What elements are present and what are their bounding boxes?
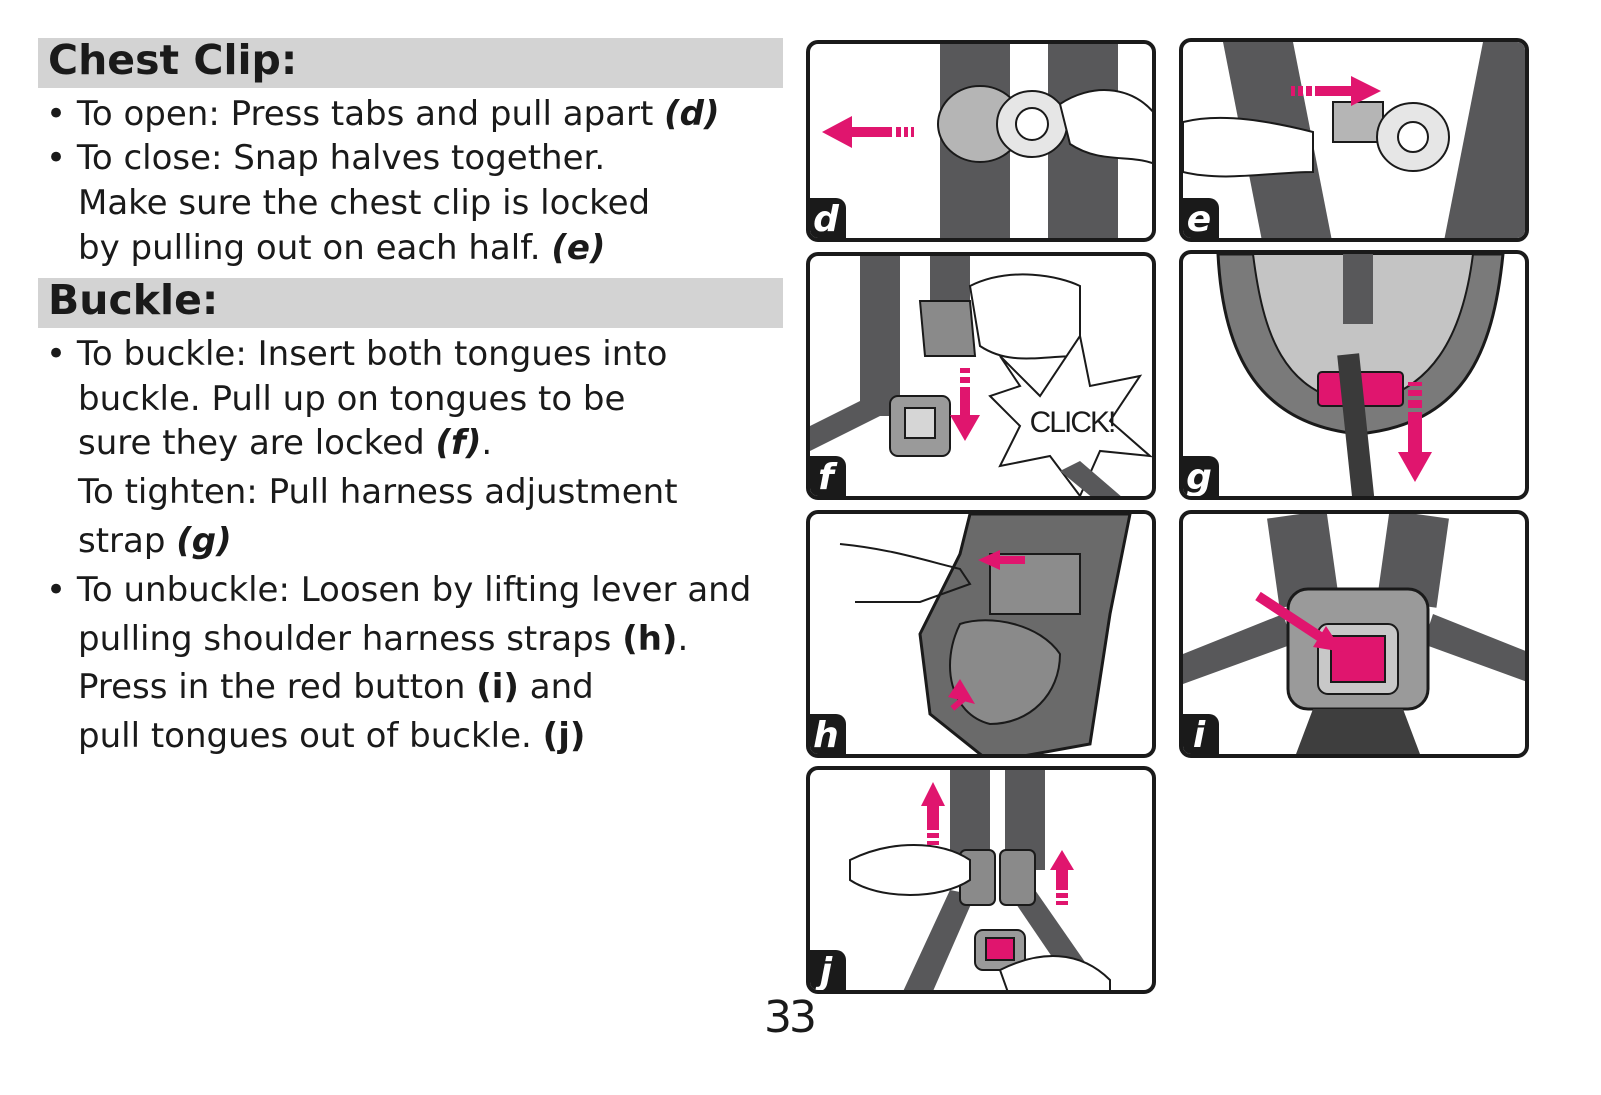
panel-label: j bbox=[810, 950, 846, 990]
figure-ref: (g) bbox=[176, 521, 232, 561]
panel-label: f bbox=[810, 456, 846, 496]
chest-clip-close-illustration bbox=[1183, 42, 1525, 238]
instruction-line: To tighten: Pull harness adjustment bbox=[78, 472, 678, 512]
panel-label: h bbox=[810, 714, 846, 754]
figure-ref: (f) bbox=[435, 423, 482, 463]
panel-label: g bbox=[1183, 456, 1219, 496]
instruction-line: buckle. Pull up on tongues to be bbox=[78, 379, 626, 419]
instruction-line: • To unbuckle: Loosen by lifting lever a… bbox=[46, 570, 752, 610]
figure-ref: (h) bbox=[622, 619, 678, 659]
illustration-panel-h: h bbox=[806, 510, 1156, 758]
instruction-line: Make sure the chest clip is locked bbox=[78, 183, 651, 223]
illustration-panel-j: j bbox=[806, 766, 1156, 994]
illustration-panel-f: CLICK! f bbox=[806, 252, 1156, 500]
page-number: 33 bbox=[764, 992, 817, 1043]
instruction-line: • To open: Press tabs and pull apart (d) bbox=[46, 94, 720, 134]
chest-clip-open-illustration bbox=[822, 44, 1152, 238]
instruction-line: by pulling out on each half. (e) bbox=[78, 228, 606, 268]
figure-ref: (i) bbox=[476, 667, 519, 707]
illustration-panel-d: d bbox=[806, 40, 1156, 242]
buckle-heading: Buckle: bbox=[48, 276, 219, 324]
instruction-line: sure they are locked (f). bbox=[78, 423, 493, 463]
instruction-line: • To close: Snap halves together. bbox=[46, 138, 606, 178]
panel-label: i bbox=[1183, 714, 1219, 754]
figure-ref: (e) bbox=[551, 228, 606, 268]
click-callout: CLICK! bbox=[1030, 406, 1115, 439]
instruction-line: • To buckle: Insert both tongues into bbox=[46, 334, 668, 374]
chest-clip-heading-bar: Chest Clip: bbox=[38, 36, 783, 88]
illustration-panel-i: i bbox=[1179, 510, 1529, 758]
panel-label: e bbox=[1183, 198, 1219, 238]
illustration-panel-g: g bbox=[1179, 250, 1529, 500]
instruction-line: Press in the red button (i) and bbox=[78, 667, 594, 707]
buckle-heading-bar: Buckle: bbox=[38, 276, 783, 328]
harness-loosen-illustration bbox=[839, 514, 1132, 754]
figure-ref: (d) bbox=[664, 94, 720, 134]
harness-tighten-illustration bbox=[1216, 254, 1505, 496]
figure-ref: (j) bbox=[542, 716, 586, 756]
illustration-panel-e: e bbox=[1179, 38, 1529, 242]
tongue-release-illustration bbox=[849, 770, 1111, 990]
buckle-insert-illustration: CLICK! bbox=[810, 256, 1152, 496]
chest-clip-heading: Chest Clip: bbox=[48, 36, 298, 84]
instruction-line: pull tongues out of buckle. (j) bbox=[78, 716, 586, 756]
panel-label: d bbox=[810, 198, 846, 238]
red-button-illustration bbox=[1183, 514, 1525, 754]
instruction-line: strap (g) bbox=[78, 521, 232, 561]
instruction-line: pulling shoulder harness straps (h). bbox=[78, 619, 689, 659]
